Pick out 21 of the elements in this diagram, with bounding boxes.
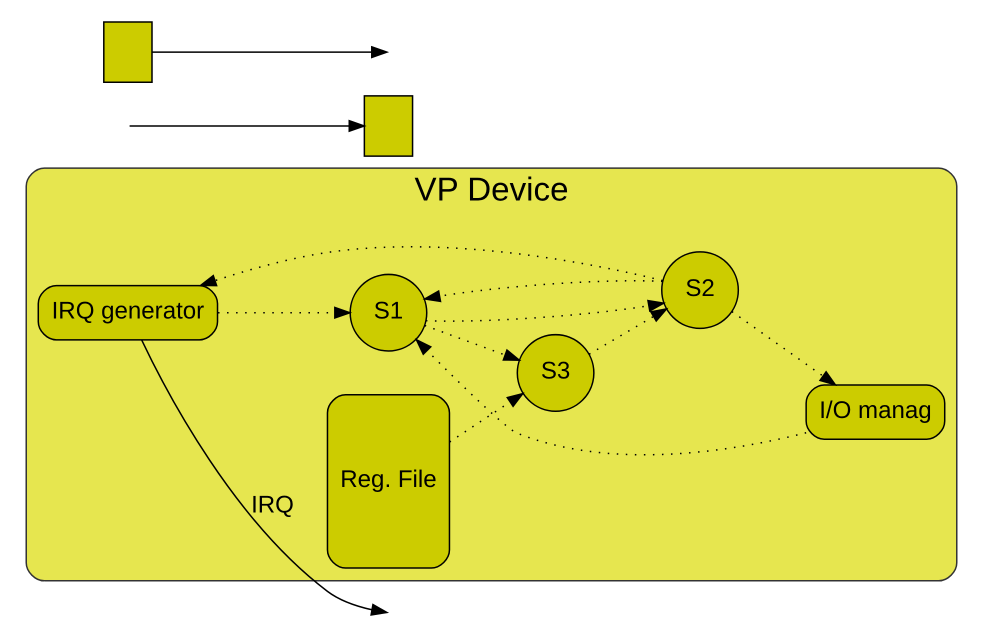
node-circle: S1 (349, 273, 428, 352)
arrow (424, 324, 522, 360)
node-box (103, 20, 153, 83)
arrow (449, 392, 525, 442)
arrow (426, 299, 666, 322)
node-box: IRQ generator (38, 284, 218, 340)
arrow (130, 119, 367, 132)
arrow (422, 280, 662, 302)
node-box (364, 94, 414, 156)
arrow (140, 339, 390, 616)
arrow (218, 306, 352, 319)
node-box: I/O manag (805, 384, 946, 440)
arrow (732, 310, 838, 386)
arrow (588, 307, 669, 354)
node-circle: S2 (661, 250, 740, 329)
node-box: Reg. File (326, 394, 450, 568)
arrow (414, 338, 806, 455)
arrow (152, 45, 390, 58)
arrow (198, 246, 663, 286)
edge-label: IRQ (251, 491, 294, 518)
node-circle: S3 (516, 333, 595, 412)
